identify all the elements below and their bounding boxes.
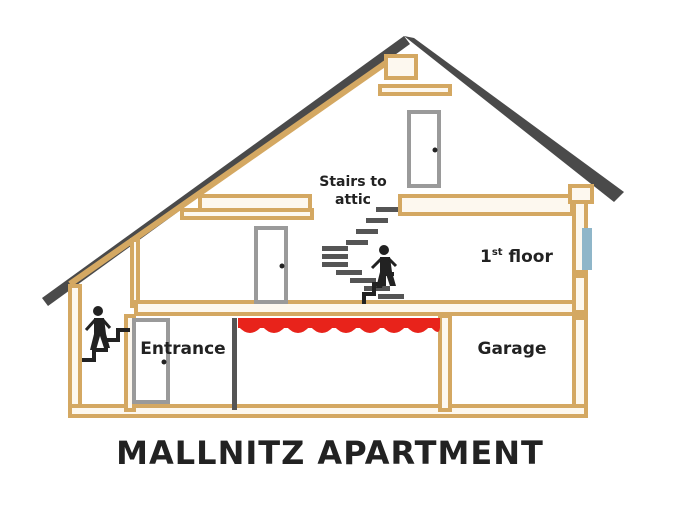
window-icon bbox=[582, 228, 592, 270]
page-title: MALLNITZ APARTMENT bbox=[116, 434, 544, 472]
entrance-label: Entrance bbox=[140, 339, 225, 359]
person-climbing-stairs-icon bbox=[82, 306, 130, 362]
first-floor-label: 1st floor bbox=[480, 247, 553, 267]
awning-icon bbox=[238, 318, 440, 333]
staircase-icon bbox=[322, 207, 404, 299]
door-knobs bbox=[161, 147, 438, 365]
stairs-to-attic-label-line2: attic bbox=[335, 192, 371, 208]
garage-label: Garage bbox=[478, 339, 547, 359]
person-climbing-stairs-icon bbox=[362, 245, 398, 304]
dividing-post bbox=[232, 318, 237, 410]
stairs-to-attic-label: Stairs to bbox=[319, 174, 387, 190]
